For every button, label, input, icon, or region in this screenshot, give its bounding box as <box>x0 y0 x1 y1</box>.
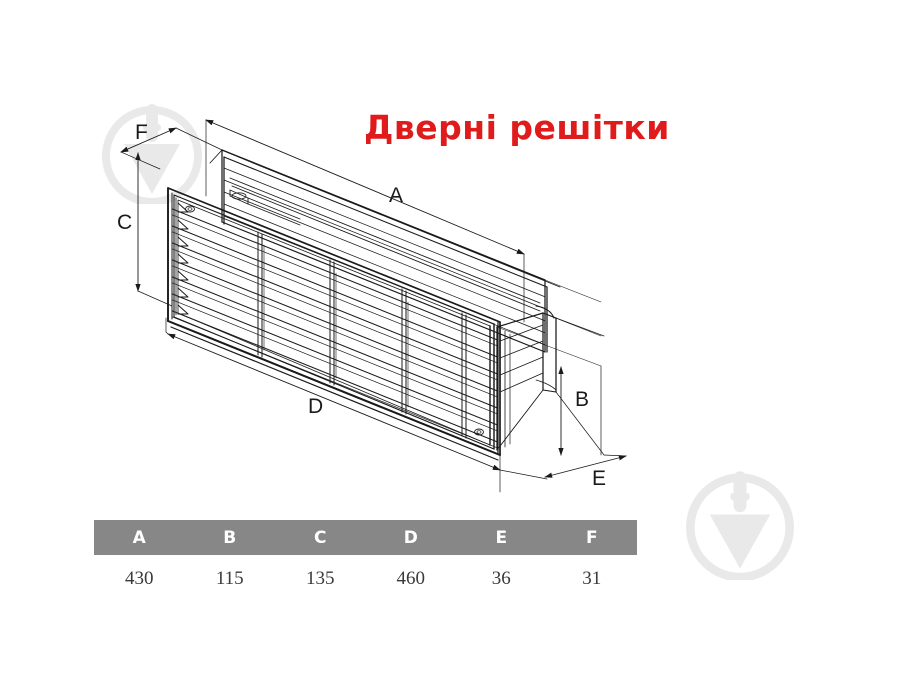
column-header-d: D <box>365 520 456 555</box>
value-b: 115 <box>184 555 275 602</box>
dimension-label-c: C <box>117 211 133 234</box>
value-e: 36 <box>456 555 547 602</box>
value-c: 135 <box>275 555 366 602</box>
watermark-logo-icon <box>686 464 794 585</box>
column-header-b: B <box>184 520 275 555</box>
column-header-a: A <box>94 520 185 555</box>
table-header-row: A B C D E F <box>94 520 637 555</box>
column-header-c: C <box>275 520 366 555</box>
table-row: 430 115 135 460 36 31 <box>94 555 637 602</box>
page-title: Дверні решітки <box>364 108 670 147</box>
dimension-label-f: F <box>135 121 148 144</box>
dimension-spec-table: A B C D E F 430 115 135 460 36 31 <box>94 520 637 602</box>
dimension-label-a: A <box>389 184 404 207</box>
dimension-label-d: D <box>308 395 324 418</box>
value-f: 31 <box>546 555 637 602</box>
dimension-label-b: B <box>575 388 590 411</box>
column-header-e: E <box>456 520 547 555</box>
column-header-f: F <box>546 520 637 555</box>
value-d: 460 <box>365 555 456 602</box>
value-a: 430 <box>94 555 185 602</box>
dimension-label-e: E <box>592 467 607 490</box>
